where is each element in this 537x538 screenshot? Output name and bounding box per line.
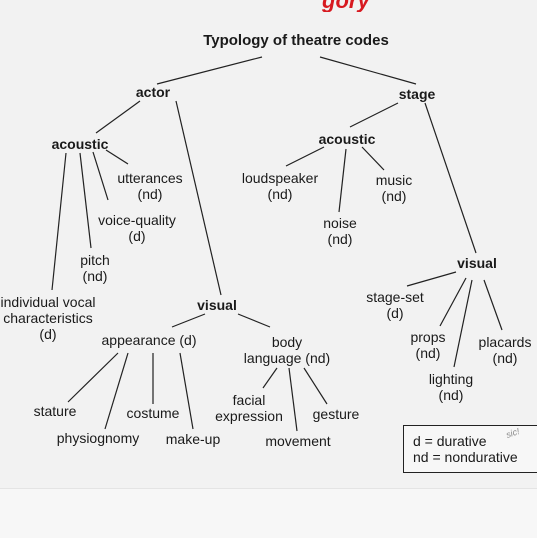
node-actor: actor (135, 84, 171, 100)
edge-root-actor (156, 56, 263, 85)
node-appearance: appearance (d) (101, 332, 197, 348)
edge-sacoustic-loudspeaker (285, 146, 325, 167)
node-lighting: lighting (nd) (428, 371, 474, 403)
edge-acoustic-utterances (105, 149, 129, 165)
edge-stage-acoustic (349, 102, 399, 128)
edge-body-gesture (303, 367, 328, 405)
node-voice-quality: voice-quality (d) (98, 212, 176, 244)
node-pitch: pitch (nd) (80, 252, 110, 284)
legend-nondurative: nd = nondurative (413, 449, 518, 465)
node-stage: stage (398, 86, 436, 102)
node-body-language: body language (nd) (243, 334, 331, 366)
node-stage-acoustic: acoustic (318, 131, 376, 147)
node-make-up: make-up (165, 431, 221, 447)
legend-durative: d = durative (413, 433, 487, 449)
edge-sacoustic-music (361, 146, 385, 171)
edge-acoustic-voicequality (92, 151, 109, 201)
edge-svisual-placards (483, 279, 503, 331)
edge-actor-acoustic (95, 100, 141, 134)
node-gesture: gesture (312, 406, 360, 422)
node-physiognomy: physiognomy (56, 430, 140, 446)
edge-stage-visual (424, 102, 477, 254)
bottom-strip (0, 488, 537, 538)
edge-sacoustic-noise (338, 148, 347, 213)
edge-actor-visual (175, 100, 222, 296)
edge-body-facial (262, 367, 278, 389)
edge-appearance-makeup (179, 352, 194, 430)
node-facial-expression: facial expression (215, 392, 283, 424)
edge-appearance-stature (67, 352, 119, 403)
diagram-title: Typology of theatre codes (203, 32, 389, 49)
node-costume: costume (126, 405, 180, 421)
node-music: music (nd) (375, 172, 413, 204)
node-actor-acoustic: acoustic (51, 136, 109, 152)
edge-acoustic-pitch (79, 152, 92, 249)
node-stage-set: stage-set (d) (366, 289, 424, 321)
edge-svisual-stageset (406, 271, 457, 287)
node-movement: movement (265, 433, 331, 449)
node-props: props (nd) (410, 329, 446, 361)
header-fragment: gory (0, 0, 537, 12)
edge-svisual-lighting (453, 279, 473, 368)
node-actor-visual: visual (197, 297, 237, 313)
node-noise: noise (nd) (323, 215, 357, 247)
node-placards: placards (nd) (478, 334, 532, 366)
node-stage-visual: visual (457, 255, 497, 271)
tree-connectors (51, 56, 503, 432)
edge-visual-appearance (171, 313, 206, 328)
node-loudspeaker: loudspeaker (nd) (241, 170, 319, 202)
node-utterances: utterances (nd) (117, 170, 183, 202)
diagram-figure: gory Typo (0, 0, 537, 488)
edge-visual-body (237, 313, 271, 328)
edge-appearance-physiognomy (104, 352, 129, 430)
node-stature: stature (33, 403, 77, 419)
edge-body-movement (288, 367, 298, 432)
edge-root-stage (319, 56, 417, 85)
edge-svisual-props (439, 277, 467, 327)
legend-box: d = durative nd = nondurative (403, 425, 537, 473)
edge-acoustic-individual (51, 152, 67, 291)
node-individual-vocal: individual vocal characteristics (d) (0, 294, 96, 342)
